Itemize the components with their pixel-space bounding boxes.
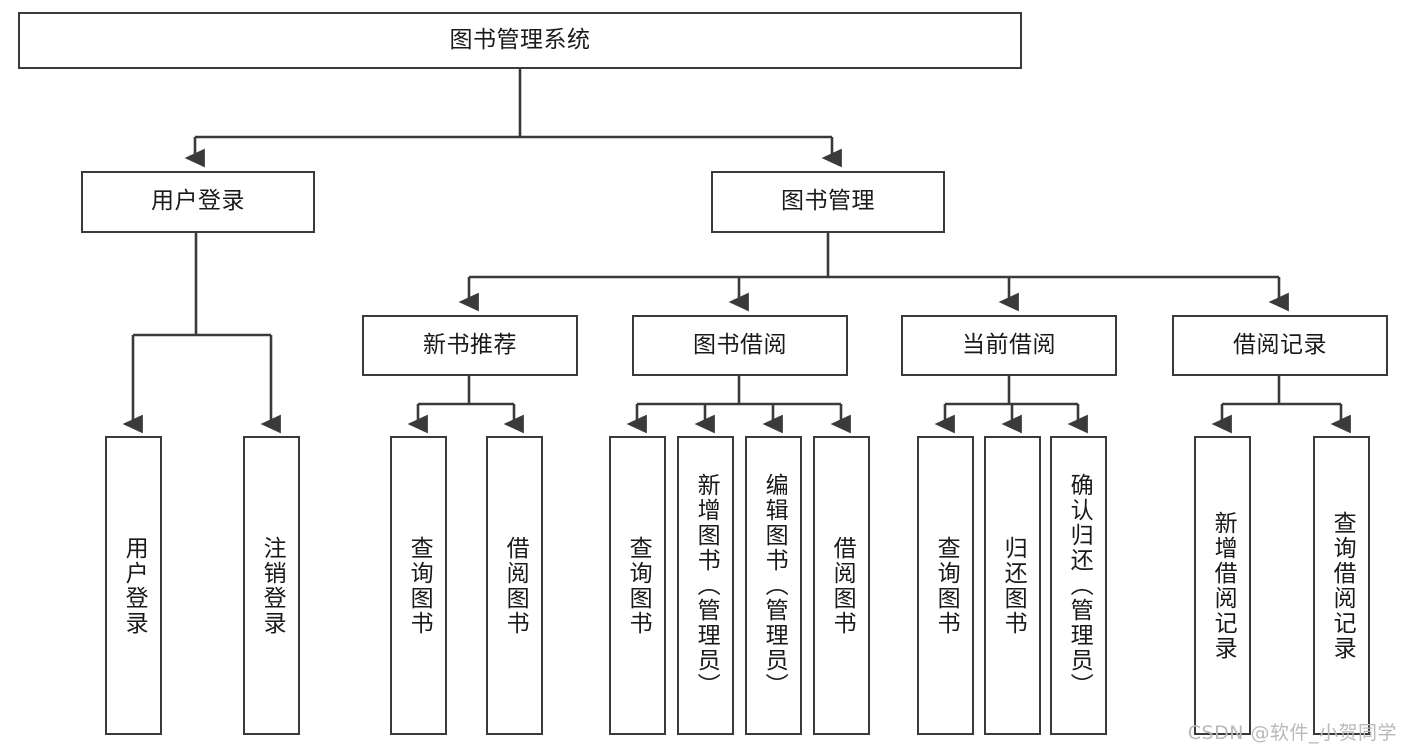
node-borrow-record[interactable]: 借阅记录 xyxy=(1172,315,1388,376)
node-leaf-add-record-label: 新增借阅记录 xyxy=(1210,510,1237,661)
node-user-login[interactable]: 用户登录 xyxy=(81,171,315,233)
node-root[interactable]: 图书管理系统 xyxy=(18,12,1022,69)
node-user-login-label: 用户登录 xyxy=(151,188,245,215)
node-leaf-query-record-label: 查询借阅记录 xyxy=(1329,510,1356,661)
node-leaf-confirm-return[interactable]: 确认归还（管理员） xyxy=(1050,436,1107,735)
node-leaf-borrow-book-2[interactable]: 借阅图书 xyxy=(813,436,870,735)
node-leaf-edit-book-label: 编辑图书（管理员） xyxy=(761,473,788,698)
node-leaf-add-book-label: 新增图书（管理员） xyxy=(693,473,720,698)
node-leaf-return-book[interactable]: 归还图书 xyxy=(984,436,1041,735)
node-leaf-add-record[interactable]: 新增借阅记录 xyxy=(1194,436,1251,735)
node-current-borrow[interactable]: 当前借阅 xyxy=(901,315,1117,376)
node-leaf-user-logout[interactable]: 注销登录 xyxy=(243,436,300,735)
node-leaf-query-book-1-label: 查询图书 xyxy=(406,535,433,636)
node-leaf-user-login[interactable]: 用户登录 xyxy=(105,436,162,735)
node-leaf-user-login-label: 用户登录 xyxy=(121,535,148,636)
node-leaf-query-book-2[interactable]: 查询图书 xyxy=(609,436,666,735)
node-new-book-rec[interactable]: 新书推荐 xyxy=(362,315,578,376)
node-leaf-confirm-return-label: 确认归还（管理员） xyxy=(1066,473,1093,698)
node-leaf-borrow-book-1[interactable]: 借阅图书 xyxy=(486,436,543,735)
node-leaf-query-record[interactable]: 查询借阅记录 xyxy=(1313,436,1370,735)
node-book-manage-label: 图书管理 xyxy=(781,188,875,215)
node-book-borrow[interactable]: 图书借阅 xyxy=(632,315,848,376)
node-leaf-query-book-1[interactable]: 查询图书 xyxy=(390,436,447,735)
node-leaf-query-book-2-label: 查询图书 xyxy=(625,535,652,636)
node-leaf-query-book-3-label: 查询图书 xyxy=(933,535,960,636)
node-leaf-query-book-3[interactable]: 查询图书 xyxy=(917,436,974,735)
node-leaf-return-book-label: 归还图书 xyxy=(1000,535,1027,636)
node-borrow-record-label: 借阅记录 xyxy=(1233,331,1327,358)
node-leaf-borrow-book-2-label: 借阅图书 xyxy=(829,535,856,636)
csdn-watermark: CSDN @软件_小贺同学 xyxy=(1187,722,1397,744)
node-current-borrow-label: 当前借阅 xyxy=(962,331,1056,358)
node-book-borrow-label: 图书借阅 xyxy=(693,331,787,358)
node-leaf-user-logout-label: 注销登录 xyxy=(259,535,286,636)
node-leaf-add-book[interactable]: 新增图书（管理员） xyxy=(677,436,734,735)
node-new-book-rec-label: 新书推荐 xyxy=(423,331,517,358)
node-leaf-borrow-book-1-label: 借阅图书 xyxy=(502,535,529,636)
node-leaf-edit-book[interactable]: 编辑图书（管理员） xyxy=(745,436,802,735)
node-root-label: 图书管理系统 xyxy=(449,26,591,53)
node-book-manage[interactable]: 图书管理 xyxy=(711,171,945,233)
